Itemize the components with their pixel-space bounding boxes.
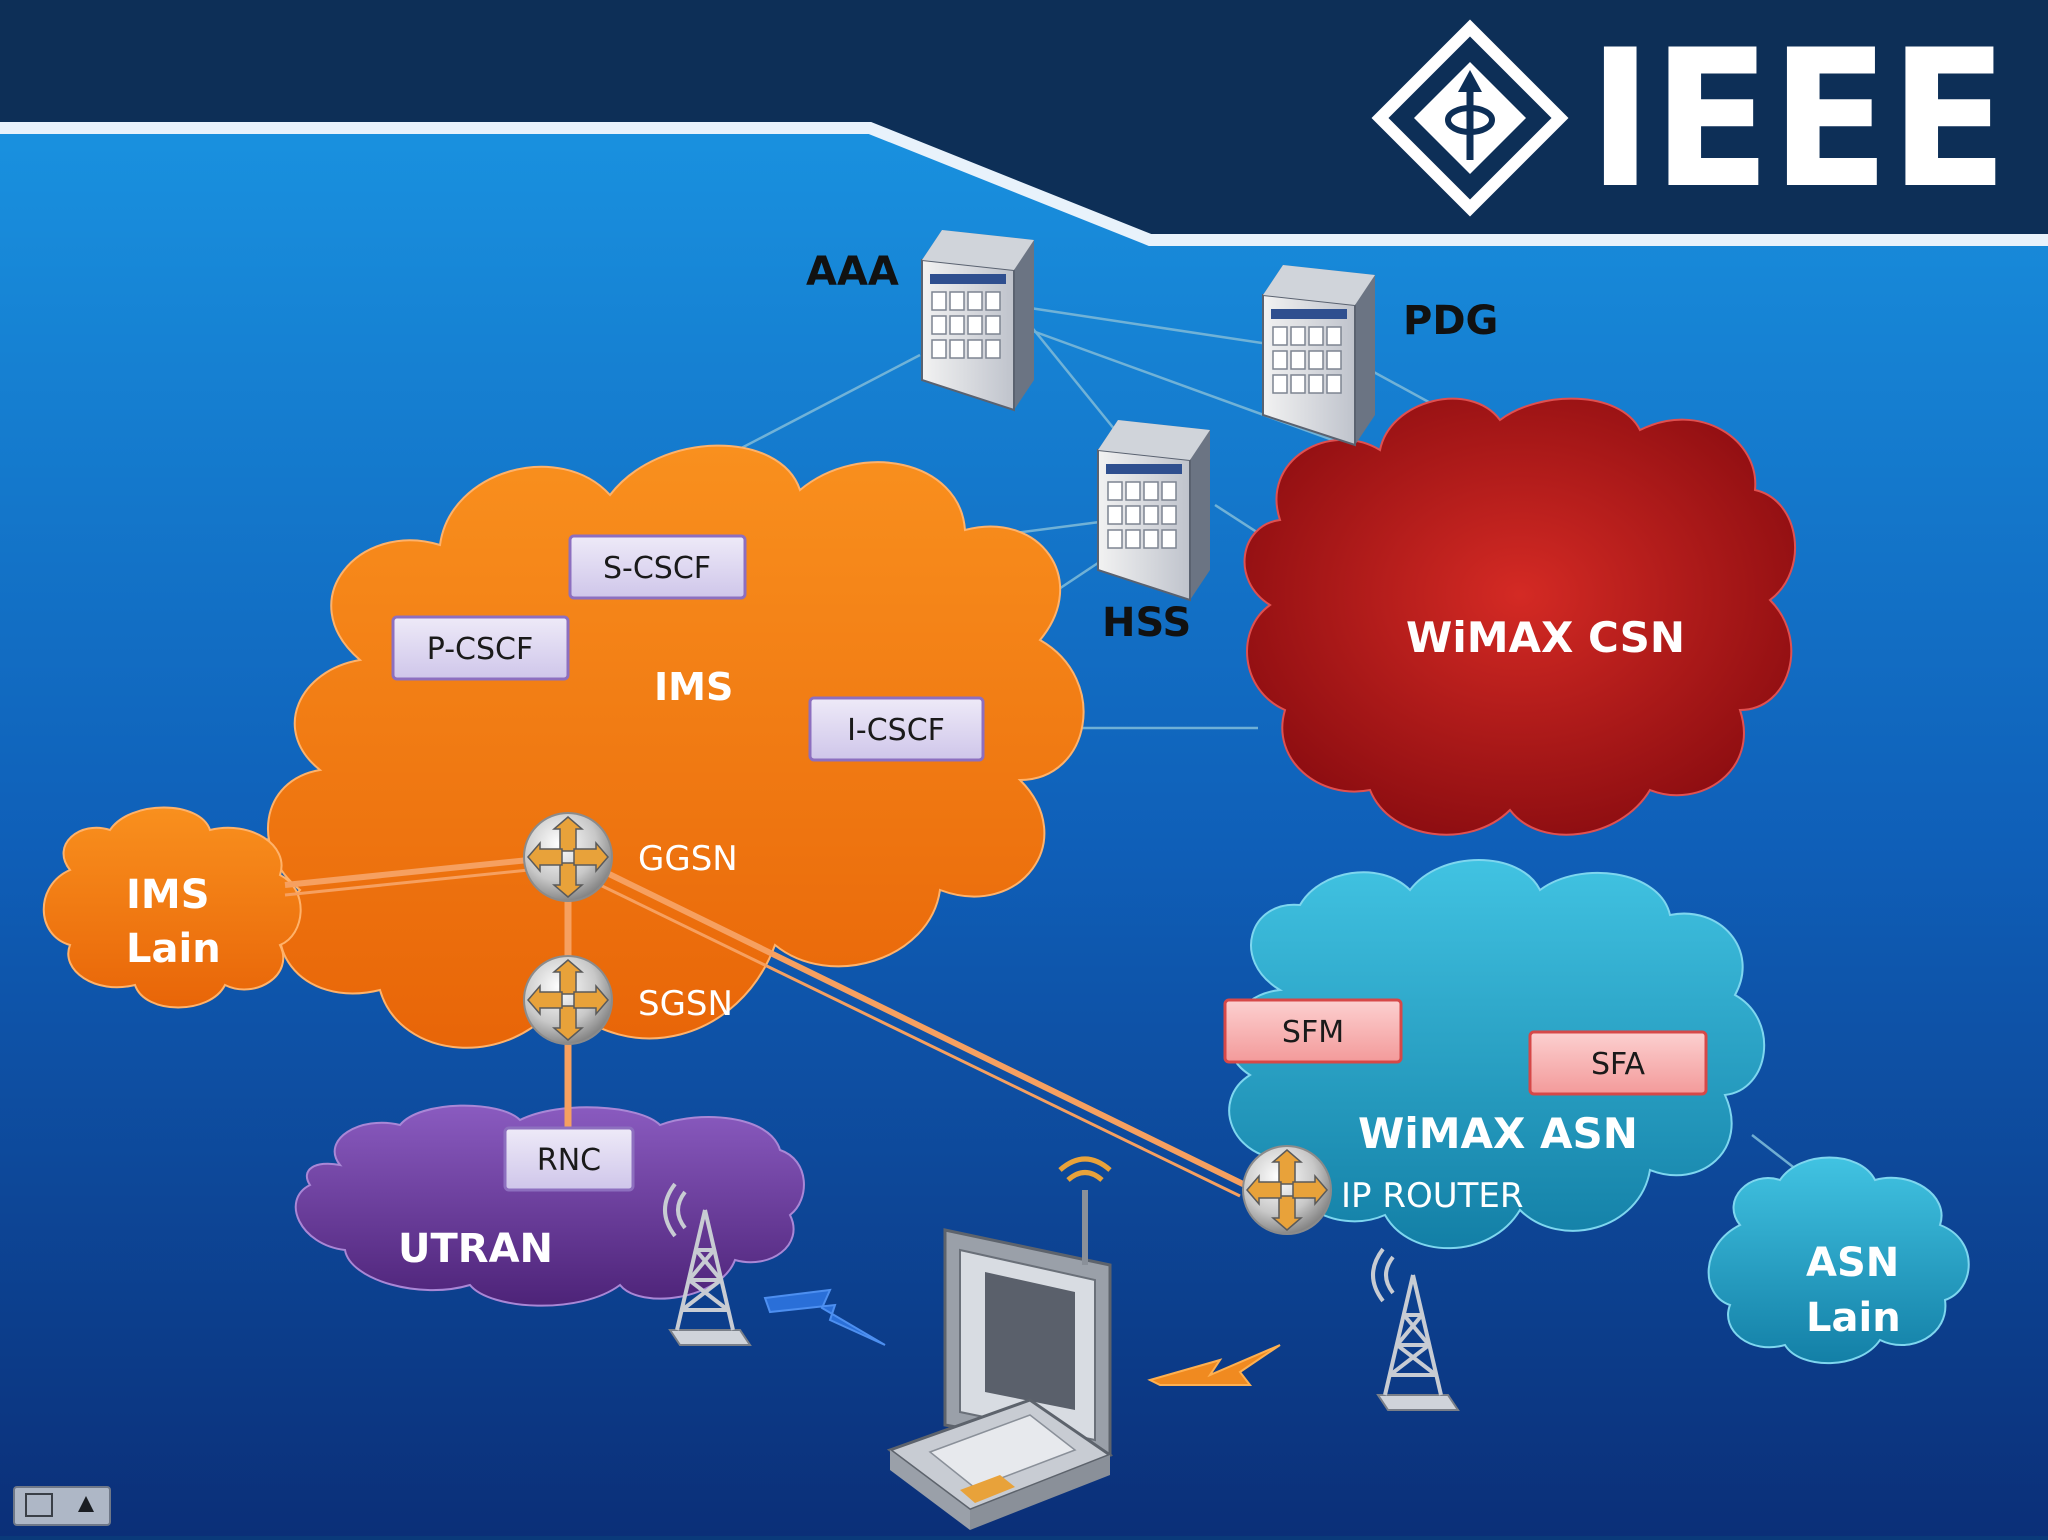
- ggsn-router: [523, 812, 613, 902]
- router-icon: [527, 816, 609, 898]
- p-cscf-box: P-CSCF: [391, 615, 570, 681]
- ims-other-cloud: [42, 806, 302, 1009]
- slide-menu-arrow-icon[interactable]: [78, 1496, 94, 1512]
- ieee-logo: IEEE: [1371, 9, 2008, 230]
- p-cscf-label: P-CSCF: [427, 632, 533, 667]
- ieee-logo-text: IEEE: [1588, 9, 2008, 230]
- ims-other-label-2: Lain: [126, 926, 221, 972]
- pdg-label: PDG: [1403, 298, 1498, 344]
- sgsn-router: [523, 955, 613, 1045]
- cell-tower-icon: [1383, 1274, 1443, 1396]
- aaa-label: AAA: [806, 249, 899, 295]
- slide-control[interactable]: [13, 1486, 111, 1526]
- ims-other-label-1: IMS: [126, 872, 210, 918]
- hss-label: HSS: [1102, 600, 1191, 646]
- header-band: [0, 0, 2048, 240]
- ip-router-label: IP ROUTER: [1341, 1176, 1523, 1216]
- utran-cell-tower: [663, 1182, 752, 1346]
- sgsn-label: SGSN: [638, 984, 733, 1024]
- wimax-asn-label: WiMAX ASN: [1358, 1109, 1638, 1158]
- ims-cloud-label: IMS: [654, 665, 733, 709]
- asn-other-label-2: Lain: [1806, 1295, 1901, 1341]
- router-icon: [1246, 1149, 1328, 1231]
- utran-cloud: [294, 1104, 805, 1307]
- pdg-server: [1262, 265, 1375, 447]
- rnc-label: RNC: [537, 1143, 601, 1178]
- router-icon: [527, 959, 609, 1041]
- asn-cell-tower: [1371, 1247, 1460, 1411]
- lightning-icon: [763, 1288, 886, 1346]
- laptop-icon: [886, 1228, 1114, 1530]
- ip-router: [1242, 1145, 1332, 1235]
- lightning-icon: [1147, 1344, 1281, 1386]
- utran-label: UTRAN: [398, 1226, 553, 1272]
- sfm-label: SFM: [1282, 1015, 1344, 1050]
- slide-control-icon[interactable]: [25, 1493, 53, 1517]
- orange-links: [284, 853, 1247, 1198]
- i-cscf-box: I-CSCF: [808, 696, 985, 762]
- sfm-box: SFM: [1223, 998, 1403, 1064]
- sfa-label: SFA: [1591, 1047, 1646, 1082]
- asn-other-label-1: ASN: [1806, 1240, 1899, 1286]
- cell-tower-icon: [675, 1209, 735, 1331]
- asn-other-cloud: [1707, 1156, 1970, 1365]
- laptop: [886, 1156, 1114, 1530]
- ggsn-label: GGSN: [638, 839, 738, 879]
- aaa-server: [921, 230, 1034, 412]
- i-cscf-label: I-CSCF: [847, 713, 945, 748]
- ims-cloud: [266, 444, 1085, 1049]
- header-stripe: [0, 122, 2048, 246]
- hss-server: [1097, 420, 1210, 602]
- s-cscf-label: S-CSCF: [603, 551, 711, 586]
- s-cscf-box: S-CSCF: [568, 534, 747, 600]
- rnc-box: RNC: [503, 1126, 635, 1192]
- wimax-csn-label: WiMAX CSN: [1406, 613, 1685, 662]
- sfa-box: SFA: [1528, 1030, 1708, 1096]
- wimax-csn-cloud: [1243, 397, 1796, 836]
